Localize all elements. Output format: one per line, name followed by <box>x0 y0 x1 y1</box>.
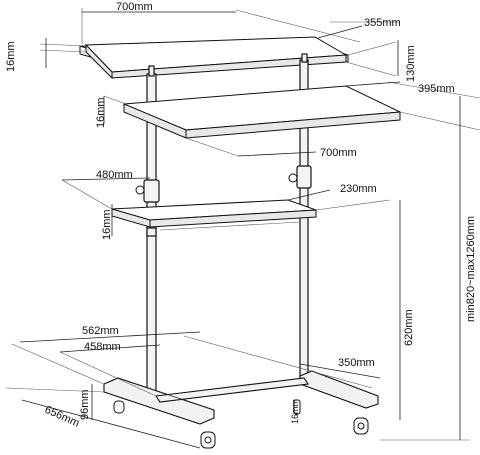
base <box>103 370 379 425</box>
lower-shelf <box>111 199 317 231</box>
label-lower-depth: 230mm <box>340 183 377 195</box>
caster-back-right-icon <box>353 417 369 435</box>
label-top-width: 700mm <box>116 1 153 13</box>
label-top-depth: 355mm <box>364 17 401 29</box>
label-base-outer: 562mm <box>82 325 119 337</box>
label-base-depth: 350mm <box>338 357 375 369</box>
label-lower-width: 480mm <box>96 169 133 181</box>
caster-back-left-icon <box>293 399 301 415</box>
label-top-gap: 130mm <box>405 45 417 82</box>
label-base-length: 656mm <box>43 404 81 430</box>
knob-right-icon[interactable] <box>288 173 298 183</box>
label-base-height: 96mm <box>79 389 91 420</box>
dimension-lines <box>5 8 480 449</box>
label-total-height: min820~max1260mm <box>465 216 477 322</box>
label-top-thickness: 16mm <box>5 41 17 72</box>
label-base-inner: 458mm <box>84 341 121 353</box>
caster-front-left-icon <box>113 400 125 414</box>
label-lower-thickness: 16mm <box>101 209 113 240</box>
casters <box>113 399 369 449</box>
label-mid-thickness: 16mm <box>95 97 107 128</box>
label-mid-width: 700mm <box>320 147 357 159</box>
caster-front-right-icon <box>200 431 216 449</box>
label-caster: 16mm <box>290 399 300 424</box>
label-mid-depth: 395mm <box>418 83 455 95</box>
middle-shelf <box>123 85 402 139</box>
adjust-collars <box>135 165 312 237</box>
knob-left-icon[interactable] <box>135 185 145 195</box>
label-lower-height: 620mm <box>403 309 415 346</box>
